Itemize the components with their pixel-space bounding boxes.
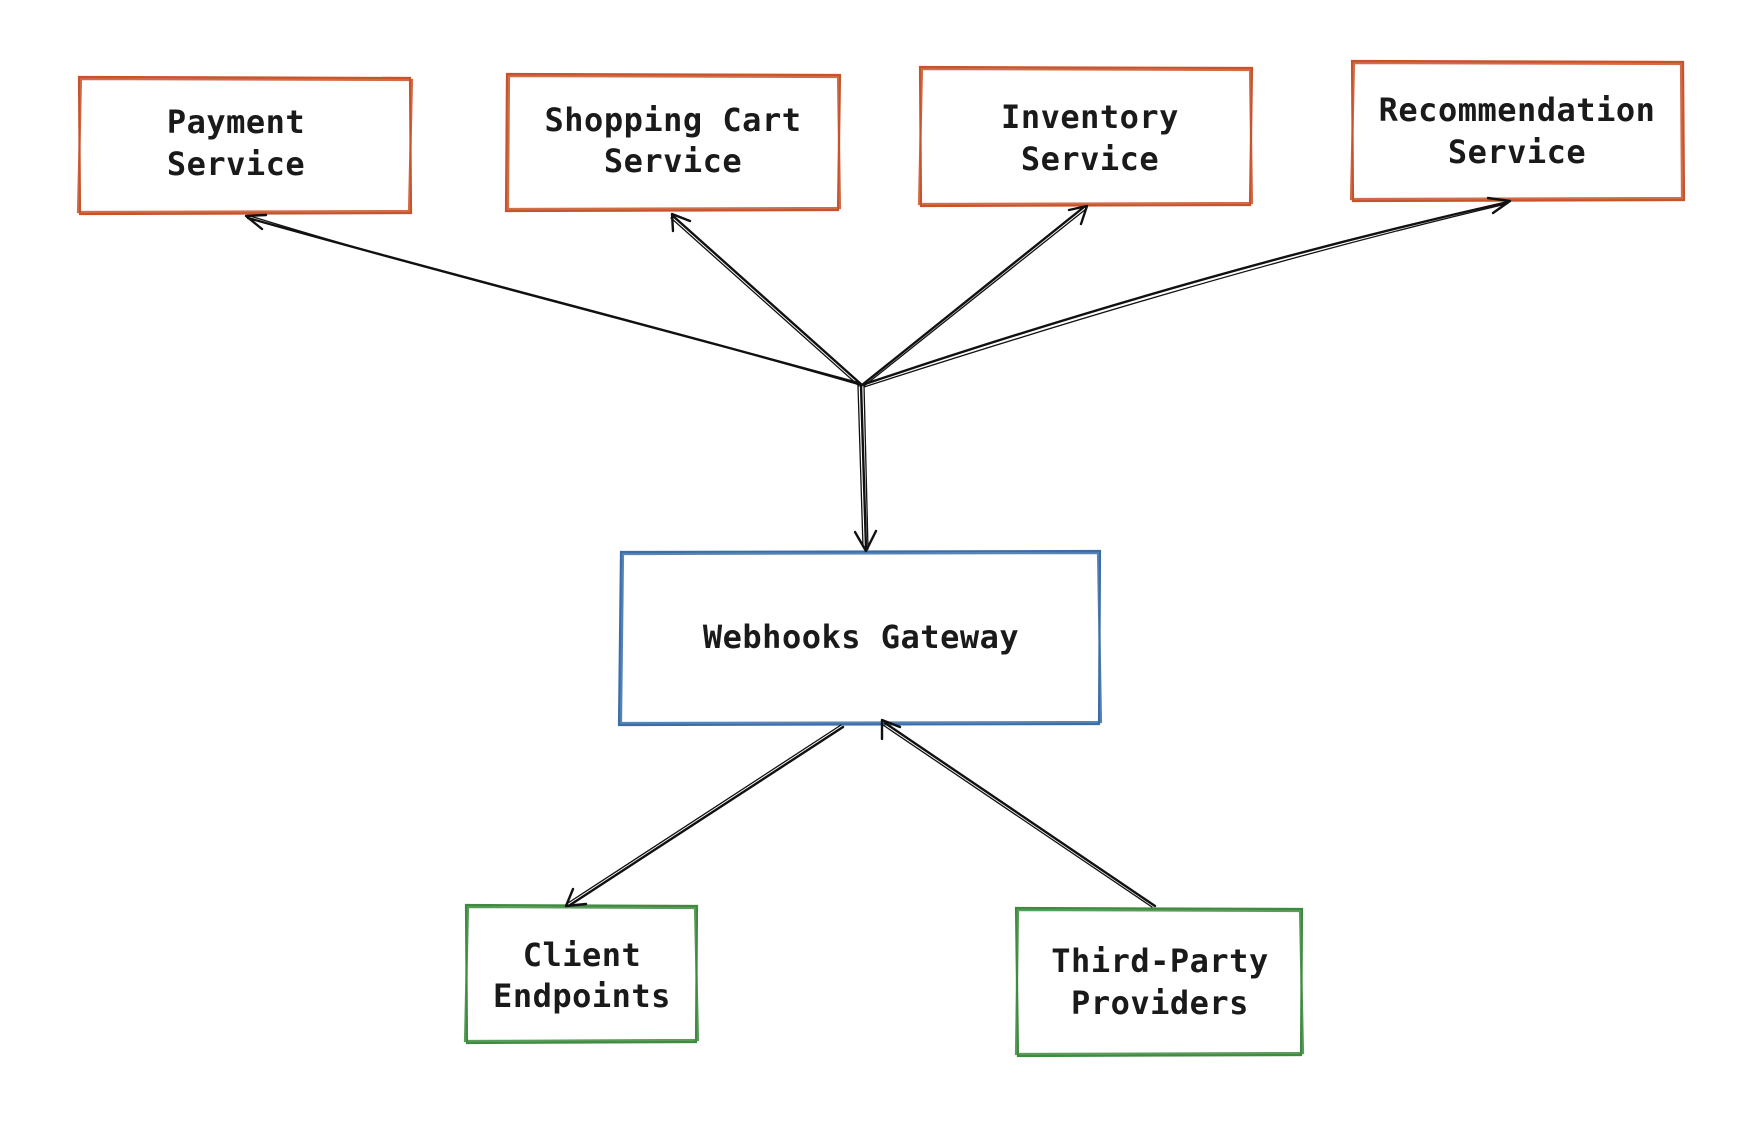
payment-service-label-line2: Service [167,145,305,183]
arrowhead-inventory [1067,204,1089,226]
node-shopping-cart-service[interactable]: Shopping Cart Service [504,72,842,213]
node-webhooks-gateway[interactable]: Webhooks Gateway [617,549,1103,727]
client-endpoints-label-line1: Client [523,936,642,974]
arrowhead-shopping-cart [670,212,692,233]
inventory-service-label-line2: Service [1021,140,1159,178]
client-endpoints-label-line2: Endpoints [493,977,671,1015]
edge-to-inventory-service [860,204,1089,387]
edge-to-payment-service [244,213,864,387]
recommendation-service-box [1349,59,1686,203]
node-payment-service[interactable]: Payment Service [76,75,414,216]
shopping-cart-service-box [504,72,842,213]
client-endpoints-box [463,903,700,1045]
shopping-cart-service-label-line2: Service [604,142,742,180]
third-party-providers-box [1014,906,1305,1058]
shopping-cart-service-label-line1: Shopping Cart [545,101,802,139]
node-third-party-providers[interactable]: Third-Party Providers [1014,906,1305,1058]
payment-service-label-line1: Payment [167,103,305,141]
arrowhead-gateway-bottom [880,718,902,741]
arrowhead-payment [244,213,268,231]
webhooks-gateway-label: Webhooks Gateway [703,618,1019,656]
node-client-endpoints[interactable]: Client Endpoints [463,903,700,1045]
edge-gateway-to-client-endpoints [564,724,845,908]
node-recommendation-service[interactable]: Recommendation Service [1349,59,1686,203]
recommendation-service-label-line2: Service [1448,133,1586,171]
arrowhead-recommendation [1486,196,1512,215]
edge-providers-to-gateway [880,718,1157,908]
webhooks-gateway-box [617,549,1103,727]
payment-service-box [76,75,414,216]
arrowhead-gateway-top [853,529,878,553]
inventory-service-box [917,65,1254,208]
edge-to-recommendation-service [860,196,1512,388]
arrowhead-client-endpoints [564,887,588,908]
recommendation-service-label-line1: Recommendation [1379,91,1656,129]
inventory-service-label-line1: Inventory [1001,98,1179,136]
third-party-providers-label-line1: Third-Party [1051,942,1268,980]
node-inventory-service[interactable]: Inventory Service [917,65,1254,208]
edge-gateway-trunk [853,383,878,553]
edge-to-shopping-cart-service [670,212,864,387]
third-party-providers-label-line2: Providers [1071,984,1249,1022]
